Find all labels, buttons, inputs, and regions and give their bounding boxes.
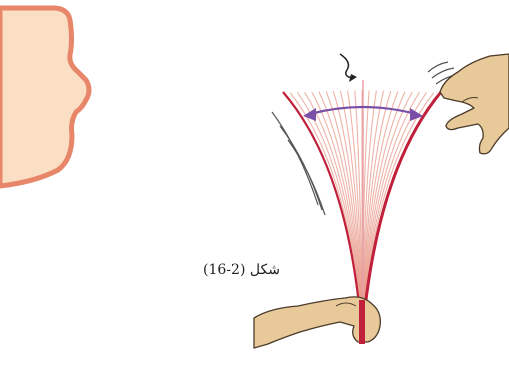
listener-head-icon — [0, 8, 89, 186]
pluck-arrow-icon — [340, 54, 352, 78]
figure-caption: شكل (2-16) — [203, 262, 280, 278]
sound-waves-left — [272, 112, 325, 215]
ruler-clamped-base — [359, 300, 365, 344]
pluck-arrow-head — [349, 74, 357, 82]
